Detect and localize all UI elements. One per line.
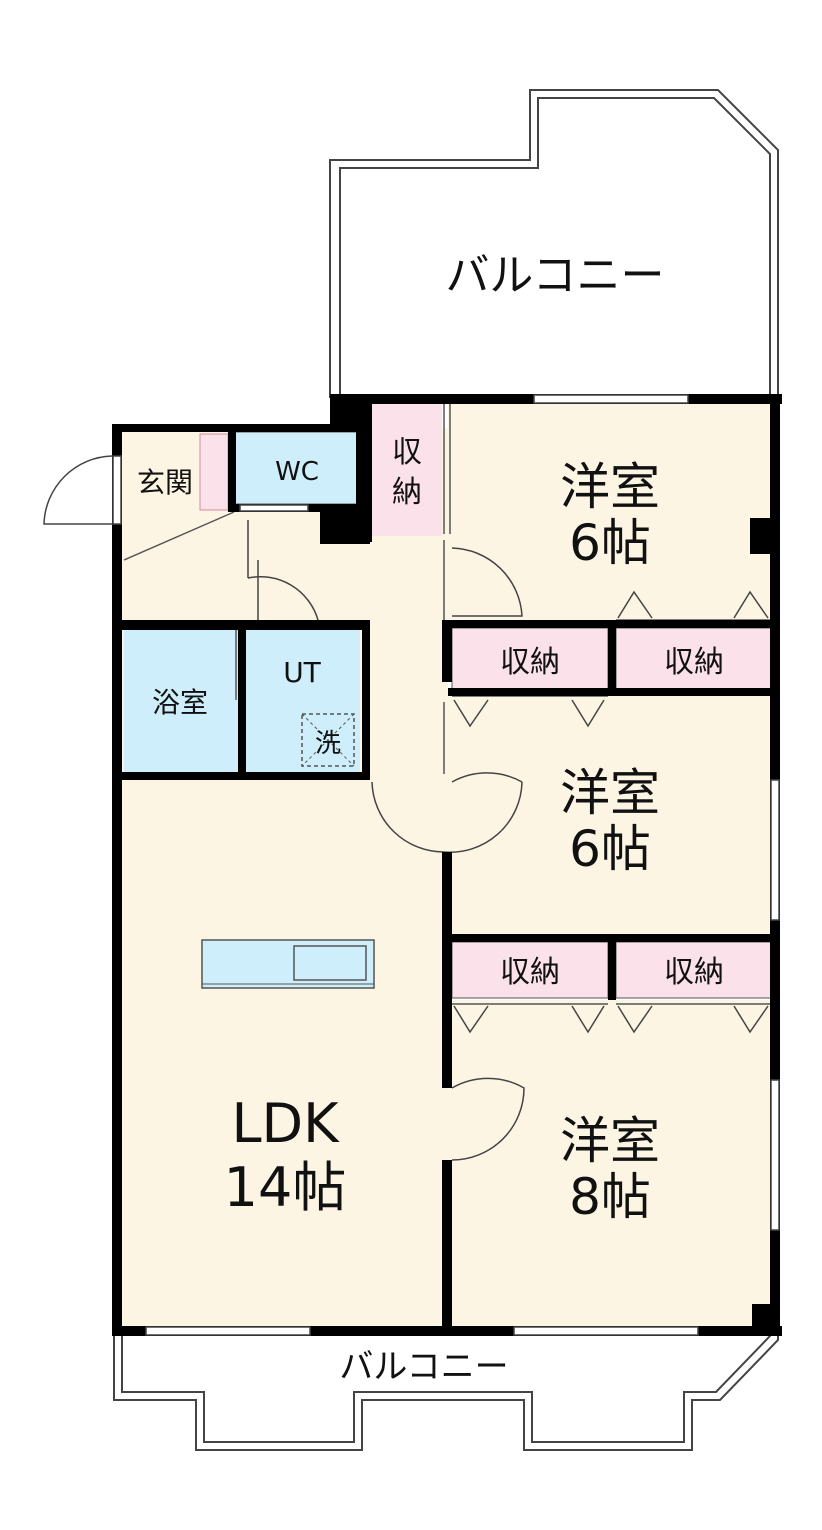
folding-doors: [453, 590, 769, 1034]
washer-box: [301, 713, 355, 767]
storage-small-floor: [370, 402, 442, 536]
ldk-floor: [118, 776, 448, 1328]
bedroom1-size: 6帖: [569, 514, 651, 572]
ldk-name: LDK: [231, 1092, 340, 1155]
bedroom1-name: 洋室: [560, 458, 660, 516]
labels: バルコニー バルコニー 玄関 WC 収 納 洋室 6帖 収納 収納 浴室 UT …: [137, 250, 724, 1387]
entrance-label: 玄関: [137, 466, 193, 499]
floor-fills: [118, 398, 774, 1328]
bedroom2-name: 洋室: [560, 764, 660, 822]
balcony-top-outline: [329, 89, 779, 398]
wc-label: WC: [275, 457, 319, 487]
storage-small-label-1: 収: [392, 435, 422, 470]
bedroom1-floor: [448, 398, 774, 626]
storage-small-label-2: 納: [392, 475, 422, 510]
bath-floor: [124, 630, 240, 772]
storage-b3-right: [615, 941, 773, 999]
wc-floor: [233, 431, 361, 505]
door-swings: [43, 455, 525, 1161]
storage-label-3: 収納: [500, 955, 560, 990]
storage-label-2: 収納: [664, 645, 724, 680]
washer-label: 洗: [315, 729, 341, 759]
balcony-bottom-outline: [113, 1330, 779, 1451]
storage-label-4: 収納: [664, 955, 724, 990]
bedroom2-floor: [448, 690, 774, 938]
balcony-top-label: バルコニー: [445, 250, 664, 301]
bedroom3-name: 洋室: [560, 1112, 660, 1170]
ut-floor: [244, 630, 360, 772]
bedroom2-size: 6帖: [569, 820, 651, 878]
bath-label: 浴室: [152, 686, 208, 719]
ldk-size: 14帖: [224, 1156, 347, 1219]
kitchen-counter: [201, 939, 375, 989]
balcony-bottom-label: バルコニー: [339, 1347, 508, 1387]
bedroom3-floor: [448, 1000, 774, 1328]
shoebox: [199, 433, 229, 511]
ut-label: UT: [283, 656, 321, 689]
storage-label-1: 収納: [500, 645, 560, 680]
storage-b1-right: [615, 627, 773, 691]
windows: [112, 394, 780, 1336]
bedroom3-size: 8帖: [569, 1168, 651, 1226]
